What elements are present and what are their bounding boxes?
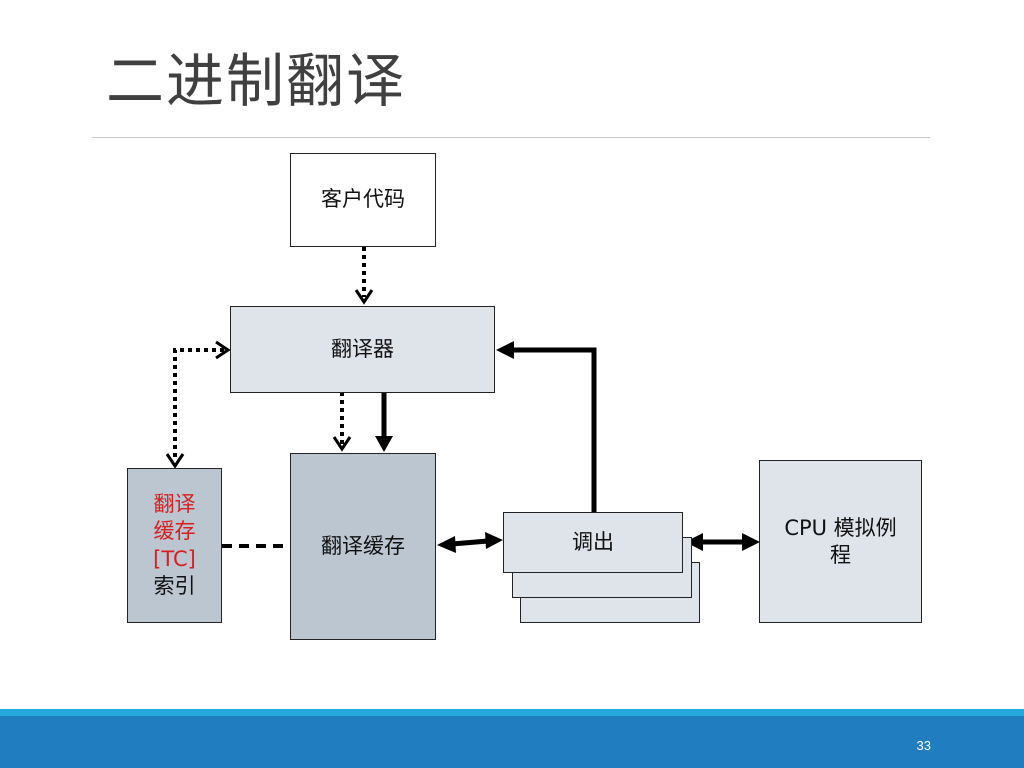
- arrowhead-dispatch-end: [485, 532, 503, 549]
- tc-index-line1: 翻译: [153, 491, 196, 516]
- dispatch-label: 调出: [572, 529, 614, 554]
- arrow-dispatch-to-translator: [512, 347, 597, 512]
- translator-box: 翻译器: [230, 306, 495, 393]
- tc-index-line2: 缓存: [153, 519, 196, 544]
- arrowhead-to-translator: [215, 340, 231, 360]
- arrowhead-dispatch-side: [685, 533, 703, 551]
- cpu-emulation-box: CPU 模拟例 程: [759, 460, 922, 623]
- page-number: 33: [916, 738, 931, 753]
- footer-stripe: [0, 709, 1024, 716]
- guest-code-label: 客户代码: [321, 187, 405, 212]
- arrow-cache-dispatch: [451, 538, 489, 547]
- translator-label: 翻译器: [331, 336, 394, 361]
- tc-index-box: 翻译 缓存 [TC] 索引: [127, 468, 222, 623]
- arrowhead-cache-dotted: [332, 436, 352, 452]
- dispatch-box: 调出: [503, 512, 683, 573]
- translation-cache-label: 翻译缓存: [321, 533, 405, 558]
- tc-index-line4: 索引: [153, 573, 196, 598]
- cpu-emulation-line1: CPU 模拟例: [784, 516, 897, 540]
- tc-index-line3: [TC]: [153, 546, 196, 571]
- arrowhead-cache-solid: [375, 436, 393, 452]
- footer-bar: [0, 716, 1024, 768]
- title-divider: [92, 137, 930, 138]
- slide-title: 二进制翻译: [106, 47, 407, 115]
- arrowhead-cpu-side: [742, 533, 760, 551]
- arrowhead-to-translator-solid: [496, 341, 514, 359]
- guest-code-box: 客户代码: [290, 153, 436, 247]
- arrowhead-to-index: [165, 453, 185, 469]
- arrow-translator-index: [173, 348, 224, 460]
- arrowhead-cache-end: [437, 536, 456, 553]
- cpu-emulation-line2: 程: [830, 543, 851, 568]
- translation-cache-box: 翻译缓存: [290, 453, 436, 640]
- arrowhead-guest-to-translator: [354, 289, 374, 305]
